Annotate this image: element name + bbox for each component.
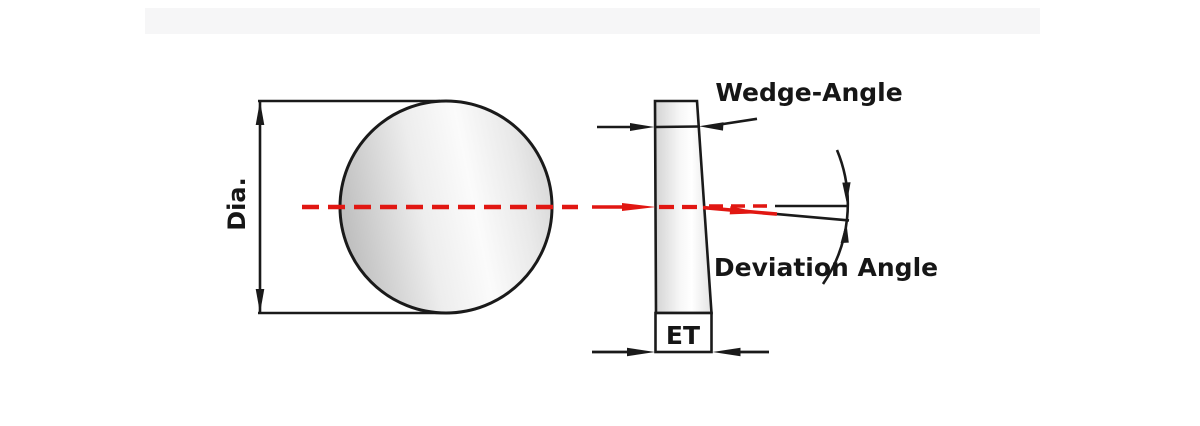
side-view-group [653, 99, 713, 354]
arrow-left-icon [712, 347, 741, 357]
deviation-angle-arc [821, 149, 850, 285]
wedge-angle-right-tail [719, 117, 758, 126]
wedge-angle-label: Wedge-Angle [715, 78, 902, 107]
wedge-angle-cross-line [655, 125, 699, 129]
edge-thickness-label: ET [666, 321, 700, 350]
edge-thickness-dimension-group [592, 347, 769, 357]
diameter-label: Dia. [223, 177, 251, 230]
arrow-right-icon [622, 203, 656, 211]
background-sheet-band [145, 8, 1040, 34]
deviation-angle-group [702, 149, 851, 285]
arrow-right-icon [627, 347, 655, 357]
arrow-left-icon [699, 122, 724, 131]
arrow-right-icon [630, 123, 655, 131]
deviation-angle-label: Deviation Angle [714, 253, 938, 282]
arc-arrow-up-icon [840, 222, 849, 243]
arrow-up-icon [255, 101, 265, 125]
arrow-right-down-icon [729, 206, 763, 215]
arc-arrow-down-icon [842, 182, 851, 204]
edge-thickness-box [654, 311, 713, 354]
optical-axis-group [302, 203, 772, 211]
wedge-angle-dimension-group [597, 117, 758, 131]
deviated-ray-black-segment [776, 212, 850, 222]
arrow-down-icon [255, 289, 265, 313]
diameter-arrowheads [255, 101, 265, 313]
